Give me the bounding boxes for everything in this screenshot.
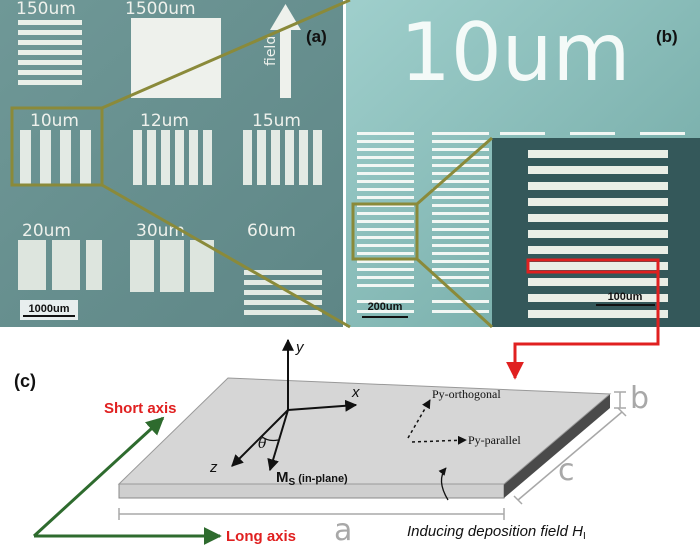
dimension-lines	[118, 391, 627, 520]
panel-b-tag: (b)	[656, 27, 678, 46]
py-orthogonal-arrow	[407, 399, 431, 439]
angle-theta-label: θ	[258, 436, 267, 452]
inducing-field-label: Inducing deposition field HI	[407, 523, 586, 542]
label-10um: 10um	[30, 111, 79, 131]
label-20um: 20um	[22, 221, 71, 241]
long-axis-label: Long axis	[226, 528, 296, 545]
inset-zoom: 100um	[492, 138, 700, 327]
selection-box-a	[10, 106, 104, 187]
pattern-60um-stripes	[244, 270, 322, 315]
scale-bar-a: 1000um	[20, 300, 78, 320]
label-1500um: 1500um	[125, 0, 196, 19]
panel-c-diagram: (c) y x z θ MS (in-plane) Py-orthogonal …	[14, 338, 649, 548]
panel-a-micrograph: 150um 1500um 10um 12um 15um 20um 30um 60…	[0, 0, 343, 327]
scale-bar-b: 200um	[362, 301, 408, 318]
inducing-field-arrow	[438, 467, 449, 501]
pattern-30um-stripes	[130, 240, 214, 292]
slab-side-face	[504, 394, 610, 498]
field-label: field	[263, 36, 279, 66]
axis-y-label: y	[295, 339, 305, 356]
svg-text:1000um: 1000um	[29, 303, 70, 315]
svg-text:200um: 200um	[368, 301, 403, 313]
pattern-1500um-square	[131, 18, 221, 98]
py-orthogonal-label: Py-orthogonal	[432, 387, 501, 401]
panel-a-tag: (a)	[306, 27, 327, 46]
short-axis-arrow	[32, 416, 165, 538]
axis-z-label: z	[209, 459, 218, 476]
panel-b-title: 10um	[400, 6, 630, 99]
py-parallel-label: Py-parallel	[468, 433, 521, 447]
label-30um: 30um	[136, 221, 185, 241]
axis-x-label: x	[351, 384, 360, 401]
dimension-b-label: b	[630, 381, 649, 416]
short-axis-label: Short axis	[104, 400, 177, 417]
panel-b-micrograph: 10um (b)	[346, 0, 700, 327]
pattern-10um-stripes	[20, 130, 91, 185]
pattern-15um-stripes	[243, 130, 322, 185]
pattern-b-stripes	[357, 132, 685, 313]
label-150um: 150um	[16, 0, 76, 19]
pattern-150um-stripes	[18, 20, 82, 85]
panel-c-tag: (c)	[14, 371, 36, 391]
coordinate-axes	[231, 338, 358, 472]
label-60um: 60um	[247, 221, 296, 241]
zoom-connector-lines	[101, 0, 494, 329]
label-15um: 15um	[252, 111, 301, 131]
pattern-20um-stripes	[18, 240, 102, 290]
inset-scale-bar-label: 100um	[608, 291, 643, 303]
label-12um: 12um	[140, 111, 189, 131]
ms-label: MS (in-plane)	[276, 469, 348, 488]
red-connector-arrow	[506, 266, 660, 380]
pattern-12um-stripes	[133, 130, 212, 185]
selection-box-b	[351, 202, 419, 261]
dimension-a-label: a	[334, 513, 352, 548]
dimension-c-label: c	[558, 453, 575, 488]
